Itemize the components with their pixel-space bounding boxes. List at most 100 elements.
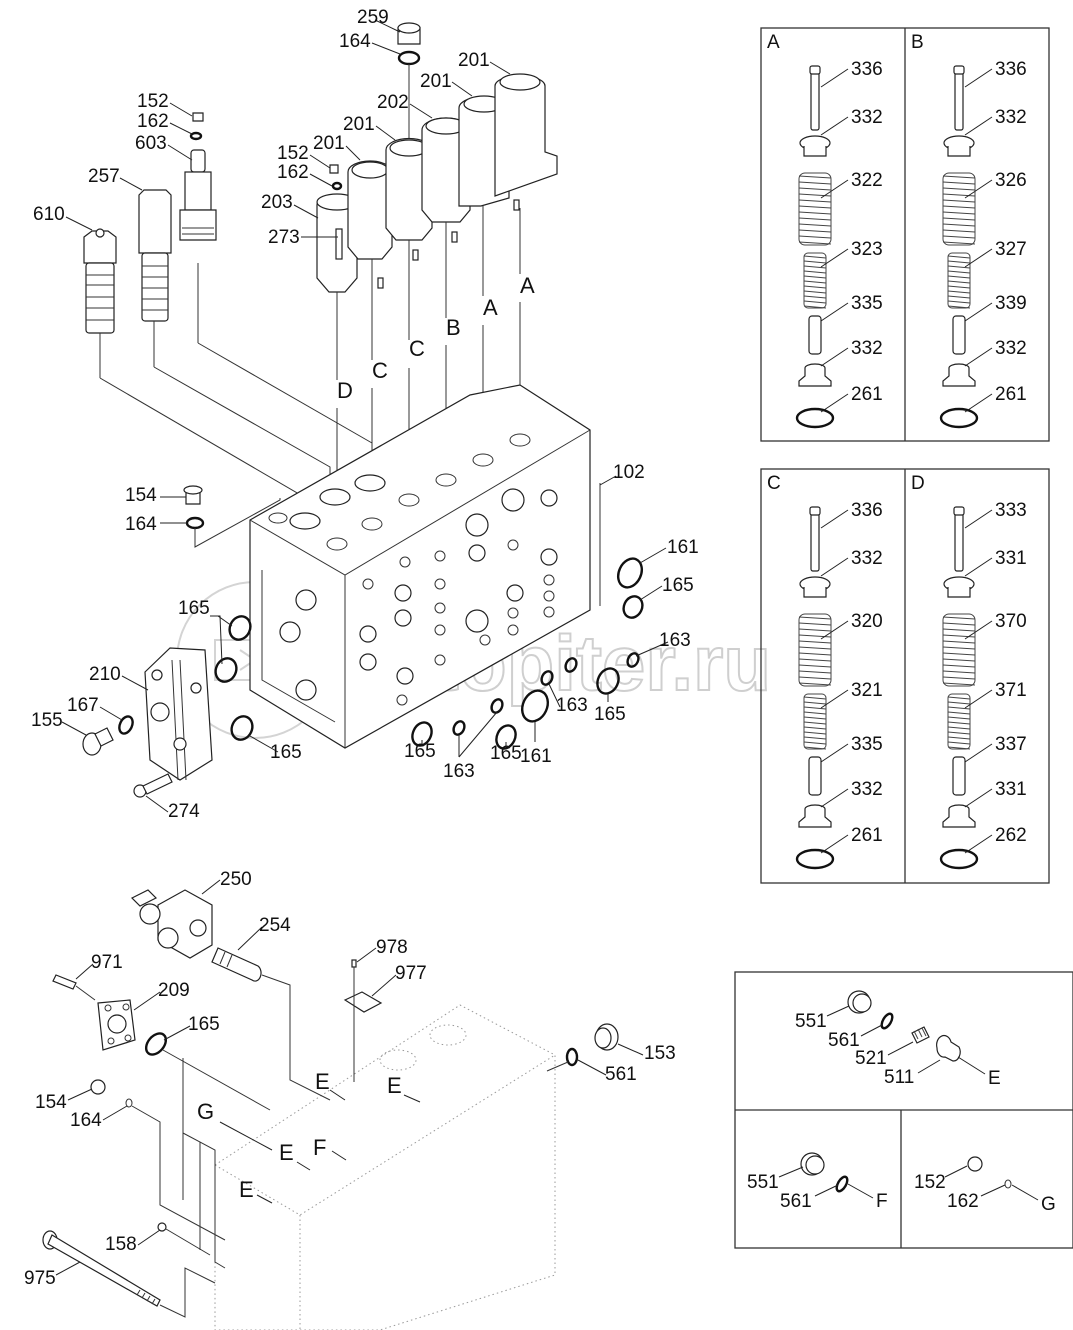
callout-c165-g: 165 — [188, 1014, 220, 1035]
panel-c-label-332: 332 — [851, 779, 883, 800]
callout-c164-top: 164 — [339, 31, 371, 52]
panel-c-label-321: 321 — [851, 680, 883, 701]
part-209-flange — [97, 999, 136, 1051]
callout-c201-c: 201 — [343, 114, 375, 135]
part-153-plug — [546, 1023, 619, 1072]
panel-c-label-320: 320 — [851, 611, 883, 632]
callout-c202: 202 — [377, 92, 409, 113]
part-274-bolt — [133, 773, 173, 798]
part-250-block — [130, 889, 213, 959]
callout-c273: 273 — [268, 227, 300, 248]
panel-a-part-336 — [809, 65, 821, 131]
callout-c164-a: 164 — [125, 514, 157, 535]
callout-c102: 102 — [613, 462, 645, 483]
panel-d-label-371: 371 — [995, 680, 1027, 701]
panel-a-label-322: 322 — [851, 170, 883, 191]
panel-a-label-332: 332 — [851, 107, 883, 128]
panel-b-part-336 — [953, 65, 965, 131]
ref-letter-l-c1: C — [372, 358, 388, 383]
panel-c-leader — [820, 620, 849, 640]
panel-a-label-332: 332 — [851, 338, 883, 359]
part-155-bolt — [82, 727, 114, 756]
panel-c-part-261 — [795, 848, 835, 870]
kit-e-label-511: 511 — [884, 1067, 914, 1088]
panel-b-leader — [964, 302, 993, 322]
panel-a-part-322 — [798, 172, 832, 246]
kit-panels: 551 561 521 511 E 551 561 F 152 — [734, 971, 1073, 1249]
kit-g-label-162: 162 — [947, 1191, 979, 1212]
part-254-spool — [211, 947, 331, 1101]
ref-letter-ll-g: G — [197, 1099, 214, 1124]
panel-c-label-336: 336 — [851, 500, 883, 521]
panel-c-leader — [820, 557, 849, 577]
callout-c610: 610 — [33, 204, 65, 225]
panel-b-label-261: 261 — [995, 384, 1027, 405]
callout-c167: 167 — [67, 695, 99, 716]
panel-d-letter: D — [911, 473, 925, 494]
callout-c165-d: 165 — [270, 742, 302, 763]
callout-c257: 257 — [88, 166, 120, 187]
panel-d-part-262 — [939, 848, 979, 870]
detail-panel-contents: A336332322323335332261B33633232632733933… — [767, 32, 1027, 870]
ref-letter-ll-e2: E — [387, 1073, 402, 1098]
callout-c201-a: 201 — [458, 50, 490, 71]
kit-g-label-152: 152 — [914, 1172, 946, 1193]
detail-panels-ab — [760, 27, 1050, 442]
ref-letter-ll-e1: E — [315, 1069, 330, 1094]
kit-g: 152 162 G — [914, 1156, 1056, 1215]
panel-b-part-332 — [942, 363, 976, 387]
o-rings — [118, 557, 644, 750]
panel-c-label-332: 332 — [851, 548, 883, 569]
panel-d-part-370 — [942, 613, 976, 687]
kit-e-label-561: 561 — [828, 1030, 860, 1051]
kit-f-label-551: 551 — [747, 1172, 779, 1193]
panel-a-label-335: 335 — [851, 293, 883, 314]
ref-letter-ll-e4: E — [239, 1177, 254, 1202]
part-603-valve — [179, 112, 373, 444]
callout-c250: 250 — [220, 869, 252, 890]
panel-b-part-326 — [942, 172, 976, 246]
callout-c603: 603 — [135, 133, 167, 154]
panel-d-part-333 — [953, 506, 965, 572]
part-971-bolt — [52, 974, 96, 1001]
callout-c161-b: 161 — [520, 746, 552, 767]
panel-a-part-335 — [808, 315, 822, 355]
panel-c-letter: C — [767, 473, 781, 494]
panel-a-letter: A — [767, 32, 780, 53]
panel-a-part-323 — [803, 252, 827, 309]
callout-c152-a: 152 — [137, 91, 169, 112]
panel-d-label-331: 331 — [995, 548, 1027, 569]
ref-letter-l-d: D — [337, 378, 353, 403]
panel-a-part-261 — [795, 407, 835, 429]
kit-e-label-551: 551 — [795, 1011, 827, 1032]
kit-f-letter: F — [876, 1191, 888, 1212]
panel-a-label-261: 261 — [851, 384, 883, 405]
part-201-cap-1 — [347, 160, 393, 482]
panel-d-leader — [964, 509, 993, 529]
panel-c-part-332 — [798, 804, 832, 828]
part-201-cap-4 — [494, 73, 558, 440]
callout-c153: 153 — [644, 1043, 676, 1064]
part-203-cap — [316, 164, 358, 545]
panel-c-part-335 — [808, 756, 822, 796]
panel-b-leader — [964, 347, 993, 367]
part-102-valve-body — [82, 384, 644, 798]
callout-c978: 978 — [376, 937, 408, 958]
kit-f-label-561: 561 — [780, 1191, 812, 1212]
part-154-plug-lower — [90, 1079, 226, 1241]
callout-c971: 971 — [91, 952, 123, 973]
panel-d-label-333: 333 — [995, 500, 1027, 521]
callout-c163-b: 163 — [556, 695, 588, 716]
callout-c561: 561 — [605, 1064, 637, 1085]
callout-c977: 977 — [395, 963, 427, 984]
part-610-relief-valve — [83, 228, 336, 516]
callout-c165-f: 165 — [490, 743, 522, 764]
panel-b-part-327 — [947, 252, 971, 309]
port-hole — [354, 474, 386, 492]
